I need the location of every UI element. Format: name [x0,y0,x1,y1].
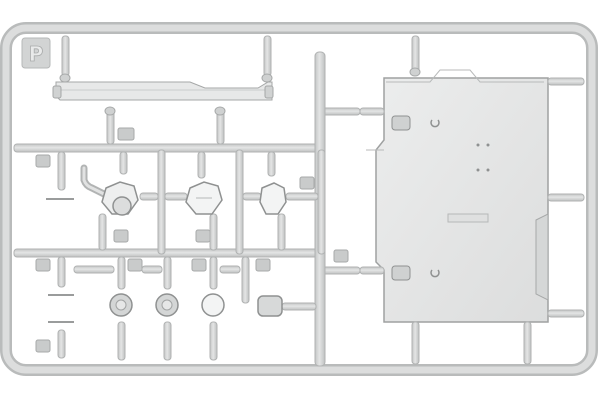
gate-knobs [59,67,421,116]
sprue-id-tag: P [21,37,51,69]
row2-gates [57,256,250,361]
row2-horizontal-gates [73,265,317,311]
bottom-gates [411,321,532,365]
part-gear-a [109,293,133,317]
part-bent-rod [80,164,108,198]
part-gear-b [155,293,179,317]
row1-horizontal-gates [139,192,319,201]
vertical-runners [157,51,326,367]
runners [13,107,361,275]
number-tags [35,127,349,353]
row1-gates [57,151,286,251]
part-top-bar [52,81,274,101]
right-gates [359,77,585,318]
sprue-id-letter: P [29,42,44,66]
part-large-panel [366,69,549,323]
part-ring-b [185,181,223,215]
outer-frame [0,22,598,376]
part-cap [257,295,283,317]
part-ring-c [259,182,287,215]
part-gear-c [201,293,225,317]
part-ring-a [101,181,139,216]
part-flat-bracket [46,198,74,323]
